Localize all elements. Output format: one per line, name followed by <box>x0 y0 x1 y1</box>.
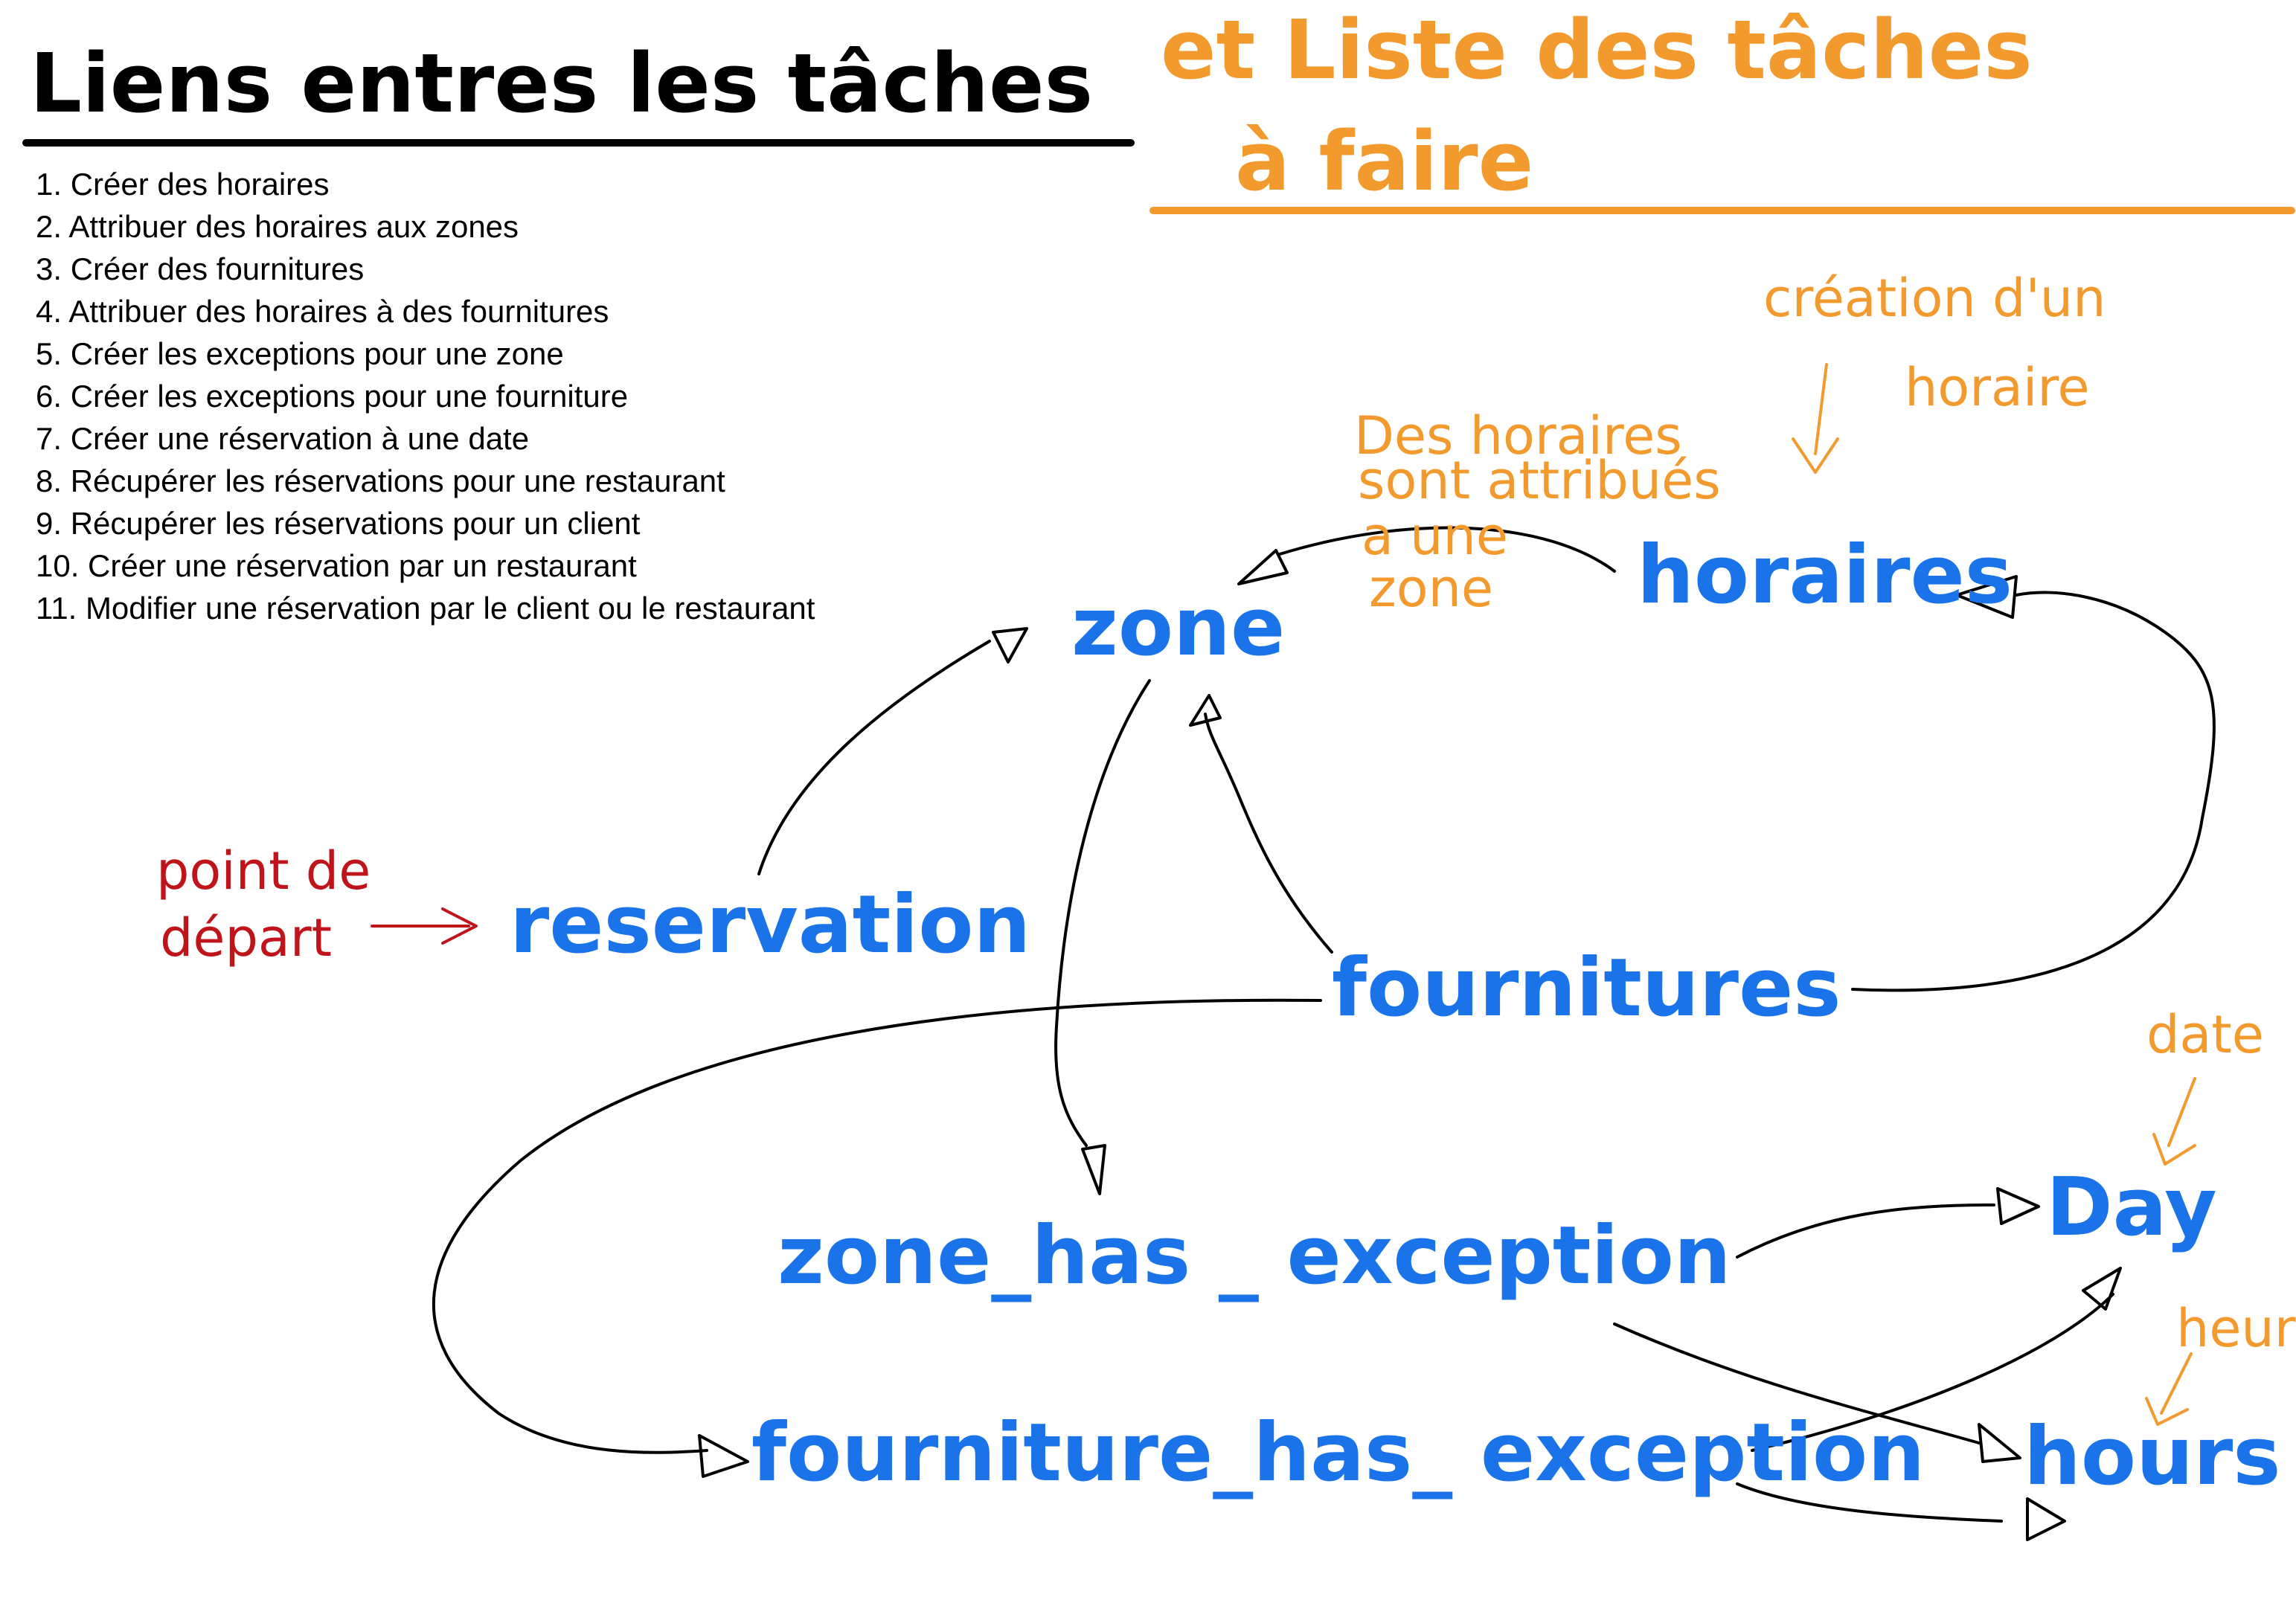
edge-reservation-zone <box>757 640 991 875</box>
node-reservation: reservation <box>510 878 1030 971</box>
task-item-5: 5. Créer les exceptions pour une zone <box>36 336 564 371</box>
task-item-8: 8. Récupérer les réservations pour une r… <box>36 463 725 498</box>
task-item-1: 1. Créer des horaires <box>36 167 330 202</box>
pointer-creation-horaire <box>1792 363 1839 474</box>
edge-fournitures-zone <box>1204 713 1333 954</box>
pointer-point-de-depart <box>371 907 478 945</box>
task-list: 1. Créer des horaires 2. Attribuer des h… <box>36 167 815 626</box>
annotation-start-line1: point de <box>156 841 371 902</box>
edge-fournhasexception-hours <box>1736 1482 2003 1523</box>
edge-fournitures-fournhasexception <box>432 998 1322 1454</box>
pointer-date <box>2152 1077 2196 1166</box>
title-links: Liens entres les tâches <box>30 36 1093 131</box>
annotation-date: date <box>2146 1004 2264 1065</box>
arrowhead-hours-from-fournhasexception <box>2026 1497 2066 1541</box>
arrowhead-zone-from-fournitures <box>1189 694 1222 727</box>
annotation-creation-line1: création d'un <box>1763 268 2106 329</box>
task-item-9: 9. Récupérer les réservations pour un cl… <box>36 506 641 541</box>
task-item-3: 3. Créer des fournitures <box>36 251 364 286</box>
arrowhead-zonehasexception-from-zone <box>1081 1144 1106 1195</box>
arrowhead-hours-from-zonehasexception <box>1978 1423 2021 1463</box>
task-item-11: 11. Modifier une réservation par le clie… <box>36 591 815 626</box>
node-day: Day <box>2046 1161 2217 1254</box>
arrowhead-day-from-zonehasexception <box>1996 1187 2040 1225</box>
pointer-heure <box>2145 1352 2193 1426</box>
annotation-start-line2: départ <box>160 907 332 968</box>
arrowhead-day-from-fournhasexception <box>2082 1267 2122 1311</box>
edge-horaires-zone <box>1278 526 1616 573</box>
node-fourniture-has-exception: fourniture_has_ exception <box>751 1407 1925 1500</box>
task-item-2: 2. Attribuer des horaires aux zones <box>36 209 519 244</box>
annotation-attrib-line3: a une <box>1362 506 1508 567</box>
edge-zonehasexception-day <box>1736 1203 1995 1259</box>
annotation-attrib-line4: zone <box>1369 558 1493 619</box>
node-hours: hours <box>2024 1410 2281 1503</box>
task-item-6: 6. Créer les exceptions pour une fournit… <box>36 379 628 414</box>
arrowhead-zone-from-reservation <box>992 627 1028 663</box>
diagram-edges <box>432 526 2216 1541</box>
annotation-heure: heure <box>2176 1298 2296 1359</box>
edge-zonehasexception-hours <box>1613 1322 1981 1444</box>
edge-fournhasexception-day <box>1751 1293 2114 1452</box>
node-zone-has-exception: zone_has _ exception <box>777 1209 1731 1302</box>
node-horaires: horaires <box>1637 529 2013 622</box>
annotation-attrib-line1: Des horaires <box>1354 405 1682 466</box>
task-item-4: 4. Attribuer des horaires à des fournitu… <box>36 294 609 329</box>
annotation-pointers <box>371 363 2196 1426</box>
edge-fournitures-horaires <box>1851 591 2216 992</box>
title-list-line1: et Liste des tâches <box>1161 2 2033 97</box>
node-fournitures: fournitures <box>1332 942 1841 1035</box>
arrowhead-zone-from-horaires <box>1237 549 1289 585</box>
node-zone: zone <box>1071 581 1285 674</box>
edge-zone-zonehasexception <box>1054 679 1151 1147</box>
arrowhead-horaires-from-fournitures <box>1955 575 2018 619</box>
annotation-attrib-line2: sont attribués <box>1358 450 1721 511</box>
title-list-line2: à faire <box>1235 114 1533 209</box>
arrowhead-fournhasexception-from-fournitures <box>698 1434 749 1478</box>
task-item-7: 7. Créer une réservation à une date <box>36 421 529 456</box>
annotation-creation-line2: horaire <box>1905 357 2090 418</box>
annotations: création d'un horaire Des horaires sont … <box>156 268 2296 1359</box>
diagram-nodes: zone horaires reservation fournitures zo… <box>510 529 2281 1503</box>
task-item-10: 10. Créer une réservation par un restaur… <box>36 548 637 583</box>
